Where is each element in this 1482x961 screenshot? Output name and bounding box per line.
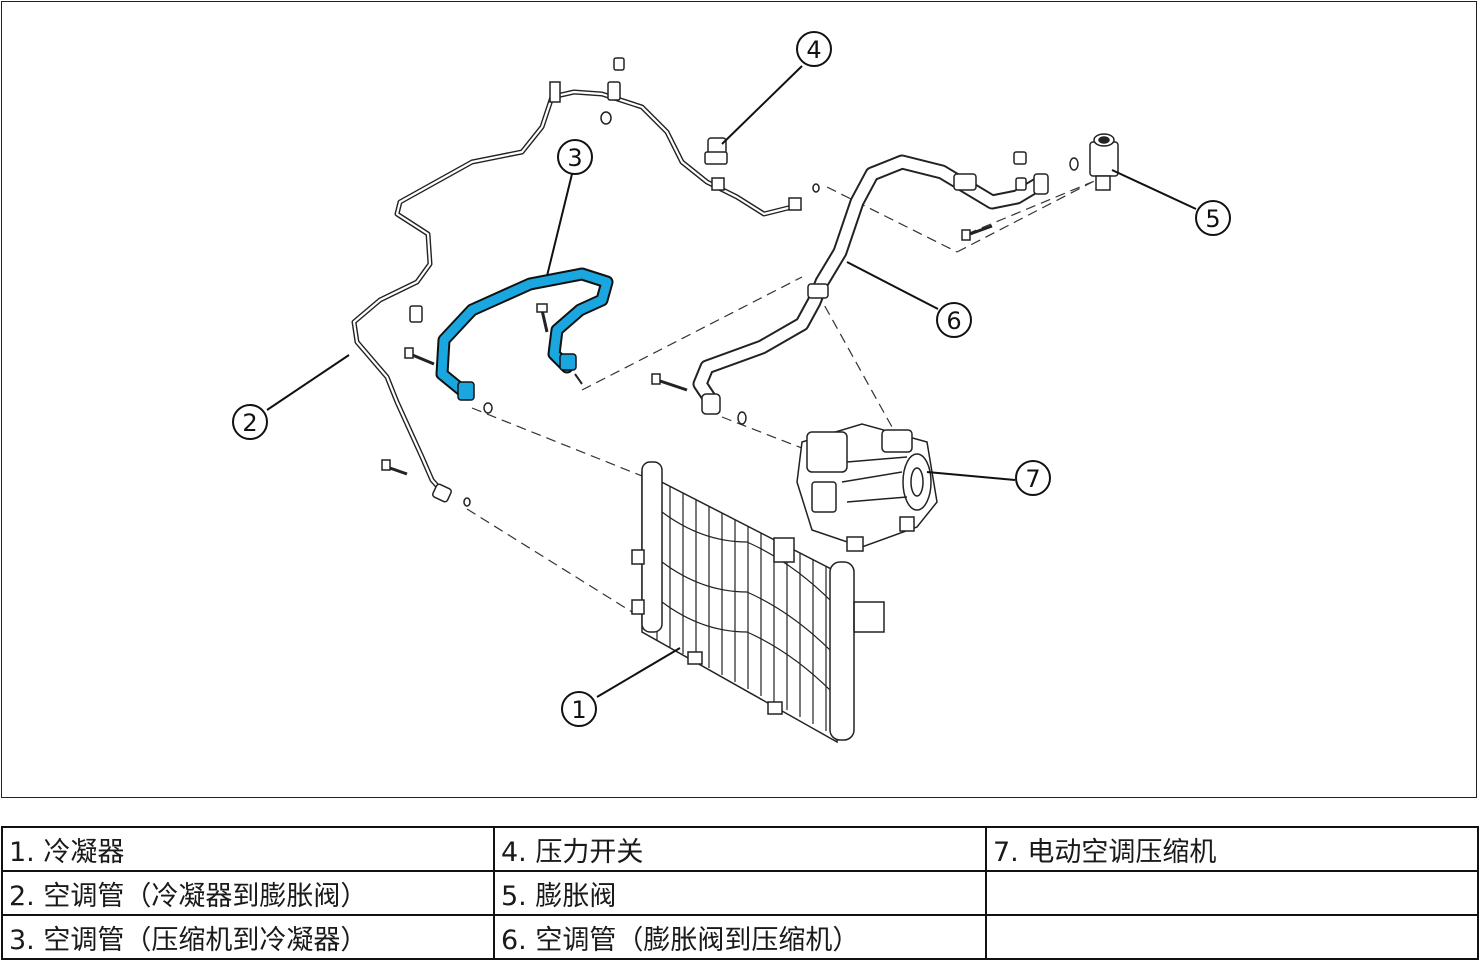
callout-3: 3 (557, 139, 593, 175)
legend-cell: 3. 空调管（压缩机到冷凝器） (1, 914, 495, 960)
ac-pipe-compressor-to-condenser (435, 267, 614, 401)
callout-text: 5 (1205, 205, 1220, 233)
callout-text: 2 (242, 409, 257, 437)
legend-row: 2. 空调管（冷凝器到膨胀阀） 5. 膨胀阀 (1, 870, 1479, 916)
diagram-frame: 1 2 3 4 5 6 7 (1, 1, 1477, 798)
ac-system-diagram: 1 2 3 4 5 6 7 (232, 31, 1231, 744)
legend-cell: 4. 压力开关 (493, 826, 987, 872)
assembly-guide-lines (466, 176, 1103, 613)
legend-cell: 5. 膨胀阀 (493, 870, 987, 916)
callout-5: 5 (1195, 200, 1231, 236)
legend-cell: 7. 电动空调压缩机 (985, 826, 1479, 872)
legend-cell: 2. 空调管（冷凝器到膨胀阀） (1, 870, 495, 916)
bolt-icon (651, 373, 688, 392)
electric-ac-compressor (796, 423, 938, 552)
callout-2: 2 (232, 404, 268, 440)
callout-7: 7 (1015, 460, 1051, 496)
callout-text: 3 (567, 144, 582, 172)
callout-text: 6 (946, 307, 961, 335)
legend-cell (985, 870, 1479, 916)
clip-icon (409, 57, 625, 323)
bolt-icon (536, 303, 549, 333)
bolt-icon (404, 347, 435, 366)
legend-cell: 6. 空调管（膨胀阀到压缩机） (493, 914, 987, 960)
ac-pipe-expansion-valve-to-compressor (692, 154, 1049, 415)
bolt-icon (381, 459, 408, 476)
ac-pipe-condenser-to-expansion-valve (351, 81, 820, 507)
pressure-switch (704, 137, 728, 165)
callout-1: 1 (561, 691, 597, 727)
nut-icon (1013, 151, 1027, 165)
callout-text: 7 (1025, 465, 1040, 493)
fasteners (381, 57, 1027, 476)
callout-text: 1 (571, 696, 586, 724)
callout-labels: 1 2 3 4 5 6 7 (232, 31, 1231, 727)
leader-lines (266, 65, 1197, 698)
parts-legend-table: 1. 冷凝器 4. 压力开关 7. 电动空调压缩机 2. 空调管（冷凝器到膨胀阀… (1, 826, 1479, 960)
bolt-icon (961, 224, 993, 241)
legend-row: 3. 空调管（压缩机到冷凝器） 6. 空调管（膨胀阀到压缩机） (1, 914, 1479, 960)
legend-cell (985, 914, 1479, 960)
condenser (631, 461, 885, 744)
legend-row: 1. 冷凝器 4. 压力开关 7. 电动空调压缩机 (1, 826, 1479, 872)
expansion-valve (1069, 133, 1119, 191)
callout-4: 4 (796, 31, 832, 67)
callout-text: 4 (806, 36, 821, 64)
legend-cell: 1. 冷凝器 (1, 826, 495, 872)
callout-6: 6 (936, 302, 972, 338)
